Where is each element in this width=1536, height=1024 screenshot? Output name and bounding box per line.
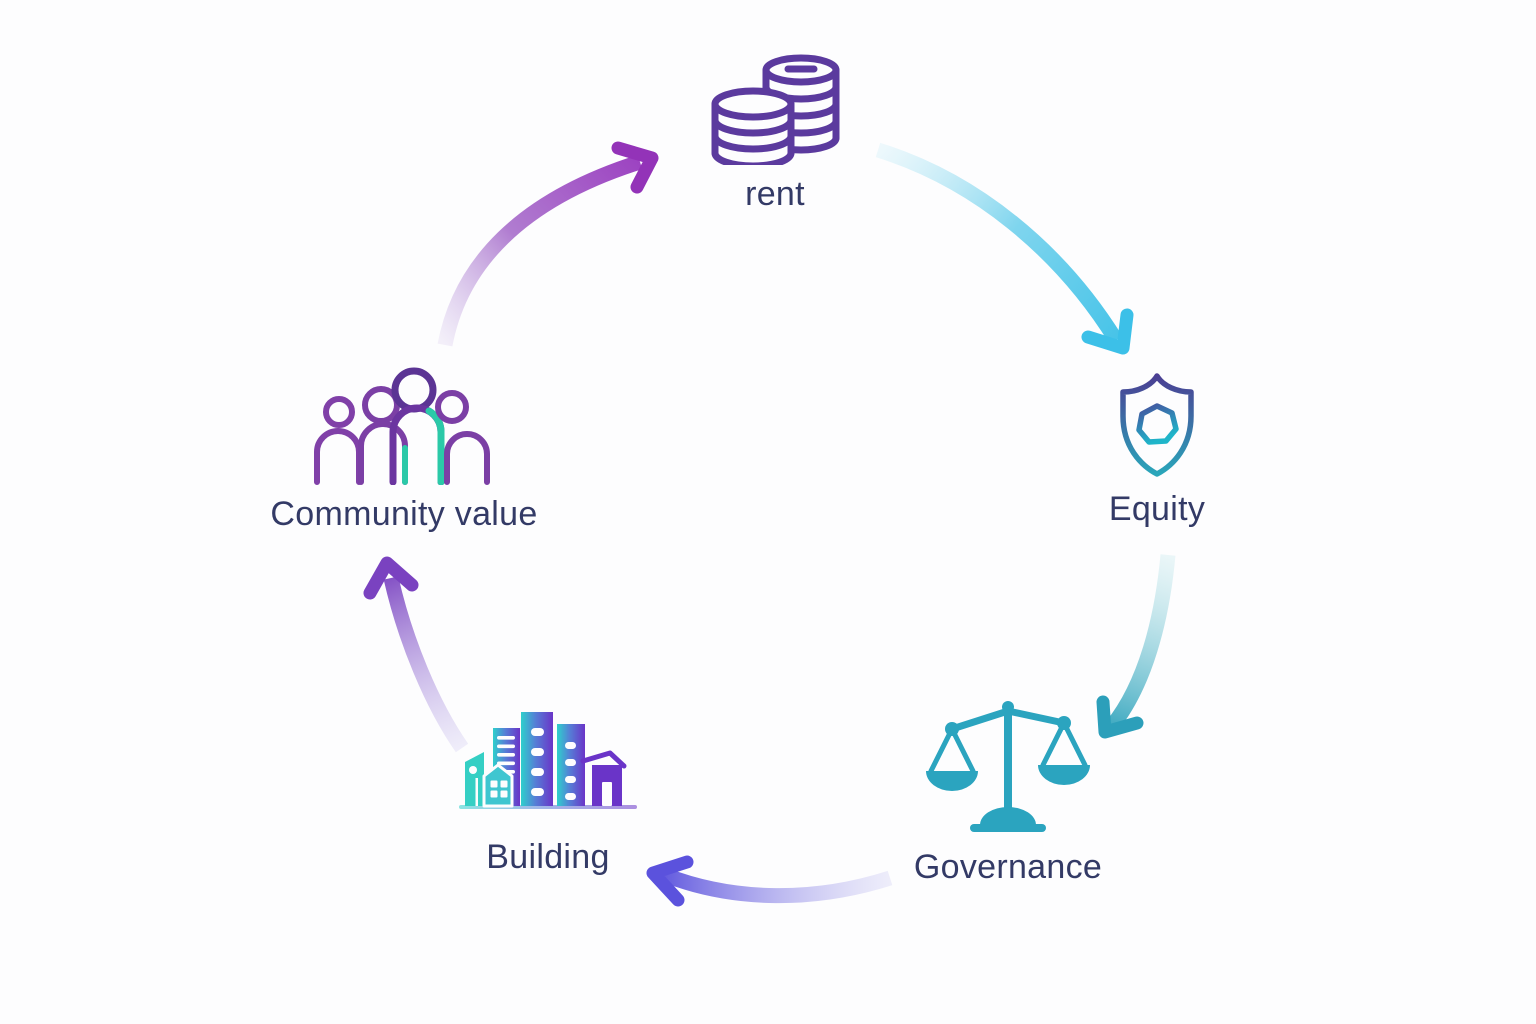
people-icon xyxy=(314,367,490,485)
arrowhead-governance-to-building xyxy=(646,855,694,907)
node-equity: Equity xyxy=(1047,368,1267,529)
arrow-rent-to-equity xyxy=(875,142,1123,344)
arrowhead-community-to-rent xyxy=(611,141,659,194)
node-governance: Governance xyxy=(878,693,1138,887)
buildings-icon xyxy=(459,712,637,809)
shield-icon xyxy=(1120,373,1194,477)
arrow-building-to-community xyxy=(383,576,469,753)
arrow-governance-to-building xyxy=(662,868,893,904)
arrowhead-equity-to-governance xyxy=(1096,695,1144,739)
arrowhead-rent-to-equity xyxy=(1081,308,1134,355)
node-governance-label: Governance xyxy=(913,848,1103,886)
node-community-label: Community value xyxy=(270,495,538,533)
arrow-equity-to-governance xyxy=(1106,554,1176,731)
scales-icon xyxy=(926,701,1090,832)
node-community: Community value xyxy=(244,360,564,534)
coins-icon xyxy=(711,54,840,165)
node-rent: rent xyxy=(665,40,885,214)
node-building-label: Building xyxy=(486,838,610,876)
node-equity-label: Equity xyxy=(1108,490,1206,528)
arrow-community-to-rent xyxy=(437,154,643,347)
arrowhead-building-to-community xyxy=(363,556,419,600)
node-building: Building xyxy=(418,698,678,877)
node-rent-label: rent xyxy=(745,175,805,213)
